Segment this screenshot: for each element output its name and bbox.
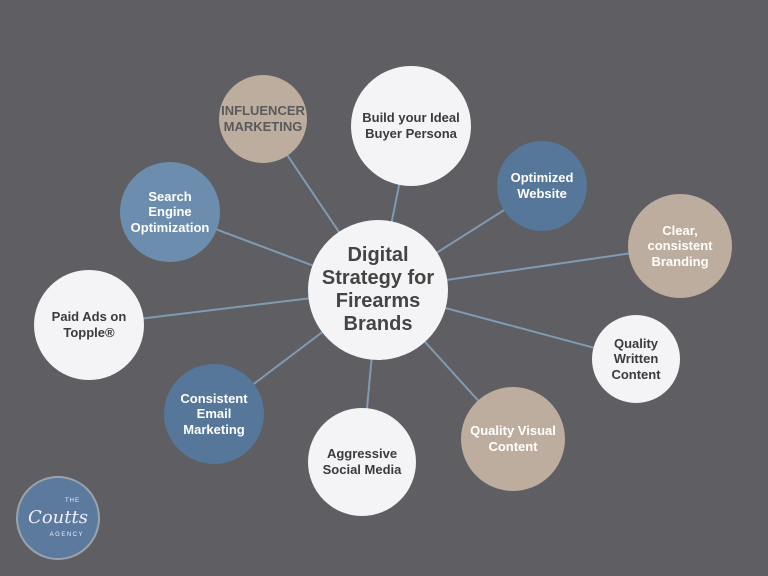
logo-name: Coutts bbox=[28, 507, 88, 528]
node-social-media: Aggressive Social Media bbox=[308, 408, 416, 516]
logo-agency: AGENCY bbox=[49, 532, 84, 538]
central-topic: Digital Strategy for Firearms Brands bbox=[308, 220, 448, 360]
node-branding: Clear, consistent Branding bbox=[628, 194, 732, 298]
logo-the: THE bbox=[65, 498, 80, 504]
node-written-content: Quality Written Content bbox=[592, 315, 680, 403]
node-paid-ads: Paid Ads on Topple® bbox=[34, 270, 144, 380]
node-influencer-marketing: INFLUENCER MARKETING bbox=[219, 75, 307, 163]
coutts-agency-logo: THE Coutts AGENCY bbox=[16, 476, 100, 560]
node-seo: Search Engine Optimization bbox=[120, 162, 220, 262]
node-email-marketing: Consistent Email Marketing bbox=[164, 364, 264, 464]
node-optimized-website: Optimized Website bbox=[497, 141, 587, 231]
node-visual-content: Quality Visual Content bbox=[461, 387, 565, 491]
node-buyer-persona: Build your Ideal Buyer Persona bbox=[351, 66, 471, 186]
